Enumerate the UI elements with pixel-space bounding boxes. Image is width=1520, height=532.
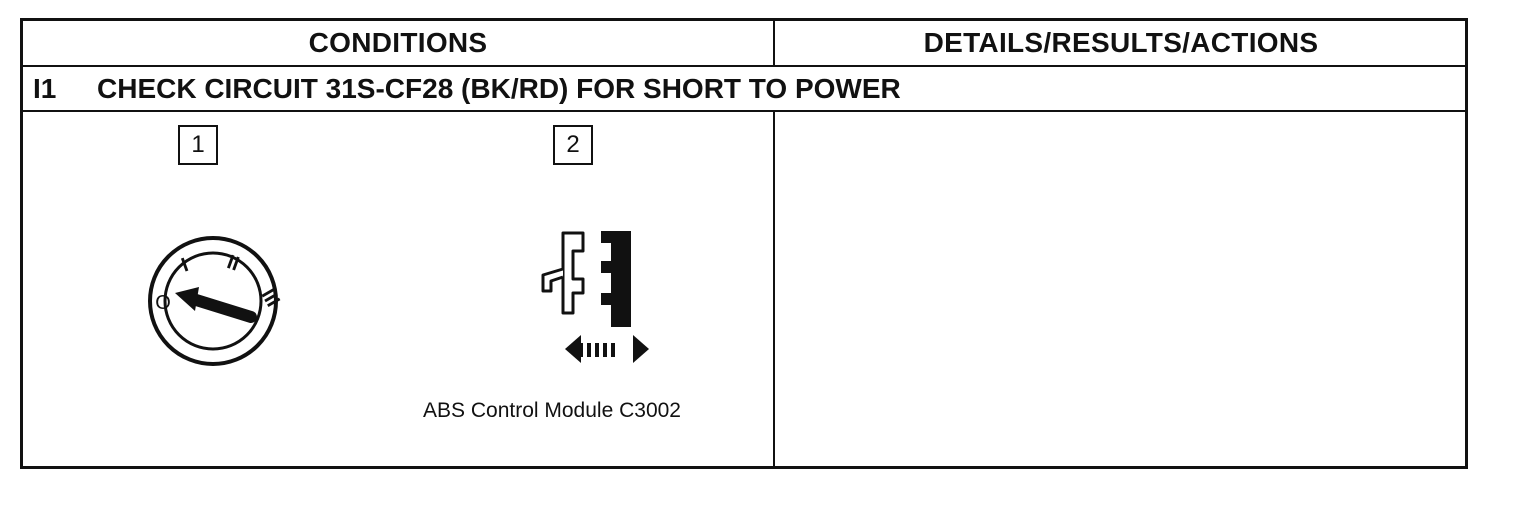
ignition-switch-off-icon: O I II III <box>148 236 284 366</box>
details-header: DETAILS/RESULTS/ACTIONS <box>923 27 1319 58</box>
conditions-header: CONDITIONS <box>308 27 488 58</box>
step-title: CHECK CIRCUIT 31S-CF28 (BK/RD) FOR SHORT… <box>97 72 901 104</box>
condition-number-2: 2 <box>553 125 593 165</box>
step-title-row: I1 CHECK CIRCUIT 31S-CF28 (BK/RD) FOR SH… <box>33 67 901 110</box>
header-divider <box>23 65 1465 67</box>
step-divider <box>23 110 1465 112</box>
column-divider <box>773 21 775 466</box>
disconnect-connector-icon <box>541 231 649 363</box>
step-id: I1 <box>33 72 57 104</box>
switch-label-off: O <box>155 292 171 314</box>
diagnostic-table: CONDITIONS DETAILS/RESULTS/ACTIONS I1 CH… <box>20 18 1468 469</box>
condition-number-1: 1 <box>178 125 218 165</box>
connector-caption: ABS Control Module C3002 <box>423 399 681 422</box>
